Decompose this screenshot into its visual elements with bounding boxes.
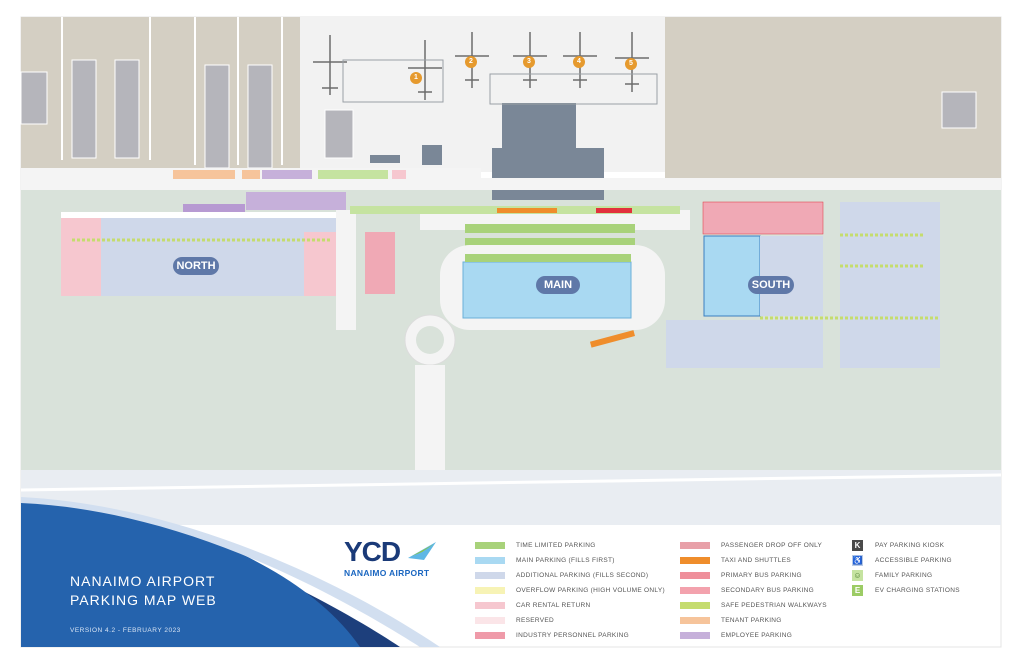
- legend-label: FAMILY PARKING: [875, 572, 933, 579]
- legend-item: OVERFLOW PARKING (HIGH VOLUME ONLY): [475, 583, 665, 598]
- legend-item: SECONDARY BUS PARKING: [680, 583, 827, 598]
- legend-item: TENANT PARKING: [680, 613, 827, 628]
- legend-icon: E: [852, 585, 863, 596]
- legend-label: OVERFLOW PARKING (HIGH VOLUME ONLY): [516, 587, 665, 594]
- legend-label: TENANT PARKING: [721, 617, 782, 624]
- legend-label: TAXI AND SHUTTLES: [721, 557, 791, 564]
- legend-icon: K: [852, 540, 863, 551]
- legend-swatch: [475, 617, 505, 624]
- car-rental-return-block: [365, 232, 395, 294]
- legend-icon: ☺: [852, 570, 863, 581]
- reserved-top: [392, 170, 406, 179]
- legend-swatch: [475, 632, 505, 639]
- legend-label: RESERVED: [516, 617, 555, 624]
- logo-swoosh-icon: [408, 542, 436, 560]
- legend-swatch: [680, 632, 710, 639]
- employee-parking: [183, 204, 245, 213]
- legend-label: ADDITIONAL PARKING (FILLS SECOND): [516, 572, 649, 579]
- runway-road: [21, 470, 1001, 525]
- logo-mark: YCD: [344, 536, 401, 567]
- legend-swatch: [680, 542, 710, 549]
- legend-item: ADDITIONAL PARKING (FILLS SECOND): [475, 568, 665, 583]
- legend-swatch: [475, 542, 505, 549]
- version-label: VERSION 4.2 - FEBRUARY 2023: [70, 627, 181, 634]
- employee-parking: [262, 170, 312, 179]
- time-limited-top: [318, 170, 388, 179]
- legend-swatch: [680, 587, 710, 594]
- map-title: NANAIMO AIRPORT PARKING MAP WEB: [70, 572, 217, 610]
- legend-swatch: [475, 587, 505, 594]
- legend-item: EMPLOYEE PARKING: [680, 628, 827, 643]
- legend-item: CAR RENTAL RETURN: [475, 598, 665, 613]
- legend-item: ☺ FAMILY PARKING: [852, 568, 960, 583]
- south-main-parking: [703, 235, 761, 317]
- legend-item: SAFE PEDESTRIAN WALKWAYS: [680, 598, 827, 613]
- legend-item: RESERVED: [475, 613, 665, 628]
- legend-column-services: PASSENGER DROP OFF ONLY TAXI AND SHUTTLES…: [680, 538, 827, 643]
- north-car-rental: [61, 218, 101, 296]
- legend-swatch: [680, 602, 710, 609]
- gate-marker: 3: [523, 56, 535, 68]
- north-field: [21, 17, 321, 185]
- gate-marker: 5: [625, 58, 637, 70]
- legend-swatch: [680, 557, 710, 564]
- legend-label: PASSENGER DROP OFF ONLY: [721, 542, 823, 549]
- legend-label: SAFE PEDESTRIAN WALKWAYS: [721, 602, 827, 609]
- south-additional-parking: [840, 202, 940, 368]
- legend-item: TIME LIMITED PARKING: [475, 538, 665, 553]
- main-lot-label: MAIN: [536, 276, 580, 294]
- south-additional-parking: [666, 320, 823, 368]
- legend-item: INDUSTRY PERSONNEL PARKING: [475, 628, 665, 643]
- terminal-building: [492, 103, 604, 200]
- north-additional-parking: [100, 218, 336, 296]
- south-industry-parking: [702, 201, 824, 235]
- north-lot-label: NORTH: [173, 257, 219, 275]
- legend-column-zones: TIME LIMITED PARKING MAIN PARKING (FILLS …: [475, 538, 665, 643]
- legend-column-icons: K PAY PARKING KIOSK ♿ ACCESSIBLE PARKING ☺ FA…: [852, 538, 960, 598]
- legend-label: TIME LIMITED PARKING: [516, 542, 596, 549]
- bus-lane: [596, 208, 632, 213]
- hangar-buildings: [20, 59, 977, 169]
- legend-label: EMPLOYEE PARKING: [721, 632, 793, 639]
- taxi-lanes: [61, 17, 283, 165]
- legend-item: MAIN PARKING (FILLS FIRST): [475, 553, 665, 568]
- legend-label: CAR RENTAL RETURN: [516, 602, 591, 609]
- legend-item: ♿ ACCESSIBLE PARKING: [852, 553, 960, 568]
- legend-item: TAXI AND SHUTTLES: [680, 553, 827, 568]
- legend-label: MAIN PARKING (FILLS FIRST): [516, 557, 615, 564]
- airside-apron: [300, 17, 665, 172]
- legend-icon: ♿: [852, 555, 863, 566]
- south-lot-label: SOUTH: [748, 276, 794, 294]
- taxi-lane-south: [589, 330, 635, 348]
- legend-swatch: [475, 602, 505, 609]
- legend-label: PRIMARY BUS PARKING: [721, 572, 802, 579]
- legend-swatch: [680, 572, 710, 579]
- taxi-shuttle-lane: [497, 208, 557, 213]
- logo-subtitle: NANAIMO AIRPORT: [344, 568, 430, 578]
- legend-item: K PAY PARKING KIOSK: [852, 538, 960, 553]
- title-line-1: NANAIMO AIRPORT: [70, 573, 216, 589]
- legend-label: SECONDARY BUS PARKING: [721, 587, 814, 594]
- tenant-parking: [173, 170, 235, 179]
- gate-marker: 2: [465, 56, 477, 68]
- legend-swatch: [680, 617, 710, 624]
- legend-label: PAY PARKING KIOSK: [875, 542, 945, 549]
- north-car-rental: [304, 232, 336, 296]
- legend-swatch: [475, 557, 505, 564]
- legend-item: E EV CHARGING STATIONS: [852, 583, 960, 598]
- legend-swatch: [475, 572, 505, 579]
- gate-marker: 4: [573, 56, 585, 68]
- legend-item: PASSENGER DROP OFF ONLY: [680, 538, 827, 553]
- gate-marker: 1: [410, 72, 422, 84]
- legend-label: INDUSTRY PERSONNEL PARKING: [516, 632, 630, 639]
- ycd-logo: YCD NANAIMO AIRPORT: [344, 538, 444, 578]
- legend-label: ACCESSIBLE PARKING: [875, 557, 952, 564]
- tenant-parking: [242, 170, 260, 179]
- title-line-2: PARKING MAP WEB: [70, 592, 217, 608]
- legend-label: EV CHARGING STATIONS: [875, 587, 960, 594]
- employee-parking: [246, 192, 346, 210]
- legend-item: PRIMARY BUS PARKING: [680, 568, 827, 583]
